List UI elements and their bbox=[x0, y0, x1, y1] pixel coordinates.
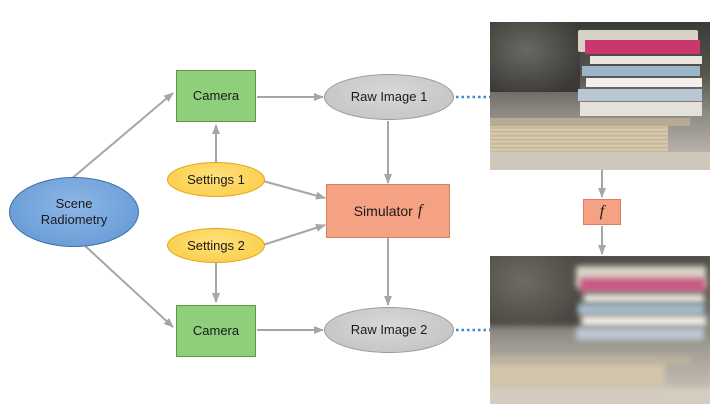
settings-2-node: Settings 2 bbox=[167, 228, 265, 263]
raw-image-2-node: Raw Image 2 bbox=[324, 307, 454, 353]
settings-2-label: Settings 2 bbox=[187, 237, 245, 253]
camera-top-node: Camera bbox=[176, 70, 256, 122]
simulator-node: Simulator f bbox=[326, 184, 450, 238]
raw-image-1-label: Raw Image 1 bbox=[350, 89, 428, 104]
raw-image-1-photo bbox=[490, 22, 710, 170]
arrow-settings2-to-simulator bbox=[262, 223, 326, 246]
scene-radiometry-node: Scene Radiometry bbox=[9, 177, 139, 247]
scene-radiometry-label: Scene Radiometry bbox=[40, 196, 108, 227]
arrow-scene-to-camera-top bbox=[69, 92, 174, 181]
f-function-box: f bbox=[583, 199, 621, 225]
simulator-label: Simulator bbox=[353, 203, 413, 219]
raw-image-2-photo bbox=[490, 256, 710, 404]
settings-1-label: Settings 1 bbox=[187, 171, 245, 187]
simulator-f-symbol: f bbox=[417, 202, 423, 219]
f-function-symbol: f bbox=[599, 203, 605, 220]
camera-top-label: Camera bbox=[192, 88, 240, 103]
arrow-settings1-to-simulator bbox=[262, 180, 326, 200]
raw-image-1-node: Raw Image 1 bbox=[324, 74, 454, 120]
arrow-scene-to-camera-bottom bbox=[69, 231, 174, 328]
camera-bottom-label: Camera bbox=[192, 323, 240, 338]
settings-1-node: Settings 1 bbox=[167, 162, 265, 197]
camera-bottom-node: Camera bbox=[176, 305, 256, 357]
raw-image-2-label: Raw Image 2 bbox=[350, 322, 428, 337]
